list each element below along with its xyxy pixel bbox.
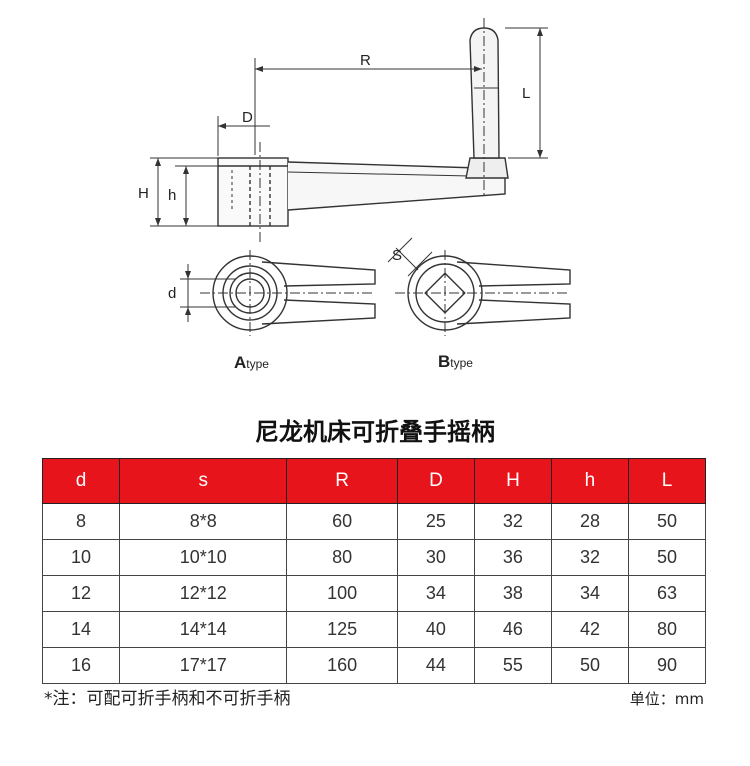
- label-S: S: [392, 247, 402, 264]
- table-cell: 16: [41, 647, 121, 684]
- table-cell: 28: [550, 503, 629, 540]
- table-row: 10 10*10 80 30 36 32 50: [41, 539, 707, 576]
- table-cell: 8: [41, 503, 121, 540]
- table-cell: 12*12: [119, 575, 288, 612]
- table-cell: 34: [396, 575, 475, 612]
- page-title: 尼龙机床可折叠手摇柄: [255, 418, 495, 446]
- label-L: L: [522, 85, 530, 102]
- table-cell: 50: [627, 503, 707, 540]
- table-cell: 25: [396, 503, 475, 540]
- table-cell: 80: [627, 611, 707, 648]
- label-h: h: [168, 187, 176, 204]
- table-cell: 44: [396, 647, 475, 684]
- table-row: 12 12*12 100 34 38 34 63: [41, 575, 707, 612]
- table-cell: 8*8: [119, 503, 288, 540]
- table-cell: 30: [396, 539, 475, 576]
- table-cell: 50: [627, 539, 707, 576]
- header-cell: s: [119, 458, 288, 504]
- table-cell: 17*17: [119, 647, 288, 684]
- footnote: *注：可配可折手柄和不可折手柄: [44, 689, 291, 709]
- table-row: 16 17*17 160 44 55 50 90: [41, 647, 707, 684]
- table-cell: 60: [286, 503, 398, 540]
- table-cell: 14: [41, 611, 121, 648]
- unit-label: 单位：mm: [629, 690, 704, 708]
- table-cell: 32: [473, 503, 552, 540]
- table-cell: 125: [286, 611, 398, 648]
- table-cell: 90: [627, 647, 707, 684]
- table-cell: 38: [473, 575, 552, 612]
- type-b-label: Btype: [438, 352, 473, 371]
- header-cell: d: [41, 458, 121, 504]
- table-header-row: d s R D H h L: [41, 458, 707, 504]
- table-cell: 42: [550, 611, 629, 648]
- handle-technical-drawing: R D L H h d S Atype Btype: [138, 18, 571, 372]
- table-cell: 63: [627, 575, 707, 612]
- table-cell: 46: [473, 611, 552, 648]
- header-cell: R: [286, 458, 398, 504]
- label-d: d: [168, 285, 176, 302]
- table-cell: 80: [286, 539, 398, 576]
- table-cell: 10: [41, 539, 121, 576]
- table-row: 14 14*14 125 40 46 42 80: [41, 611, 707, 648]
- table-cell: 50: [550, 647, 629, 684]
- table-cell: 34: [550, 575, 629, 612]
- table-cell: 32: [550, 539, 629, 576]
- type-a-label: Atype: [234, 353, 269, 372]
- spec-table: d s R D H h L 8 8*8 60 25 32 28 50 10 10…: [41, 458, 707, 684]
- table-cell: 10*10: [119, 539, 288, 576]
- table-cell: 14*14: [119, 611, 288, 648]
- header-cell: H: [473, 458, 552, 504]
- label-R: R: [360, 52, 371, 69]
- table-cell: 36: [473, 539, 552, 576]
- header-cell: D: [396, 458, 475, 504]
- label-D: D: [242, 109, 253, 126]
- table-row: 8 8*8 60 25 32 28 50: [41, 503, 707, 540]
- table-cell: 160: [286, 647, 398, 684]
- table-cell: 40: [396, 611, 475, 648]
- header-cell: h: [550, 458, 629, 504]
- table-cell: 100: [286, 575, 398, 612]
- header-cell: L: [627, 458, 707, 504]
- table-cell: 55: [473, 647, 552, 684]
- table-cell: 12: [41, 575, 121, 612]
- label-H: H: [138, 185, 149, 202]
